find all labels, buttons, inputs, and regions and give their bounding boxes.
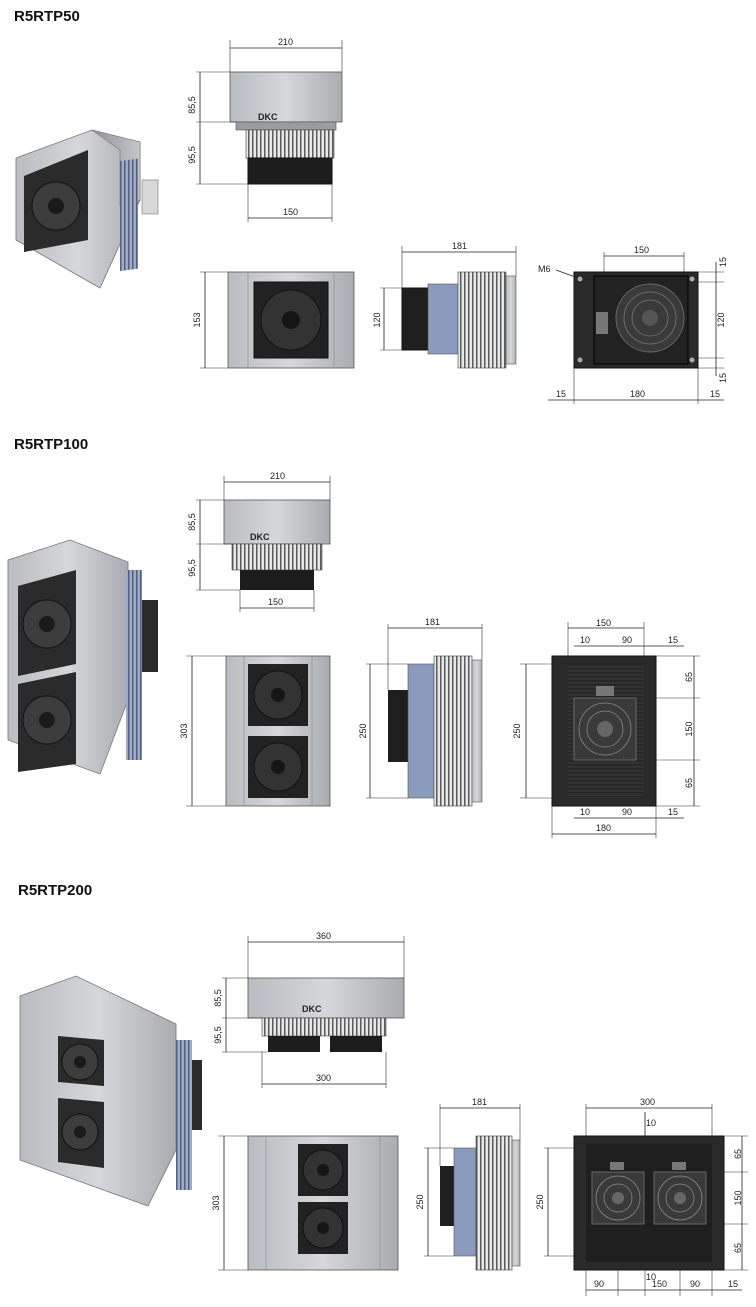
r5rtp100-cutout-bottom: 180 bbox=[596, 823, 611, 833]
r5rtp50-cutout-right-bottom: 15 bbox=[718, 373, 728, 383]
r5rtp100-cutout-top-right: 15 bbox=[668, 635, 678, 645]
r5rtp200-cutout-top-center: 10 bbox=[646, 1118, 656, 1128]
r5rtp200-cutout-bottom-c: 150 bbox=[652, 1279, 667, 1289]
r5rtp50-front-view: 153 bbox=[192, 271, 355, 369]
r5rtp50-hole-label: M6 bbox=[538, 264, 551, 274]
r5rtp100-side-view: 181 250 bbox=[358, 617, 483, 807]
r5rtp200-cutout-right-top: 65 bbox=[733, 1149, 743, 1159]
r5rtp200-iso-view bbox=[19, 975, 202, 1207]
r5rtp100-upper-height: 85,5 bbox=[187, 513, 197, 531]
r5rtp100-cutout-bottom-left: 10 bbox=[580, 807, 590, 817]
r5rtp100-brand-logo: DKC bbox=[250, 532, 270, 542]
r5rtp200-side-depth: 181 bbox=[472, 1097, 487, 1107]
r5rtp50-side-depth: 181 bbox=[452, 241, 467, 251]
r5rtp50-cutout-top: 150 bbox=[634, 245, 649, 255]
r5rtp100-base-width: 150 bbox=[268, 597, 283, 607]
r5rtp50-upper-height: 85,5 bbox=[187, 96, 197, 114]
r5rtp200-cutout-right-mid: 150 bbox=[733, 1190, 743, 1205]
r5rtp100-iso-view bbox=[7, 539, 158, 775]
r5rtp50-cutout-right-top: 15 bbox=[718, 257, 728, 267]
r5rtp50-top-view: DKC 210 85,5 95,5 150 bbox=[187, 37, 343, 222]
r5rtp200-cutout-right-bottom: 65 bbox=[733, 1243, 743, 1253]
r5rtp100-cutout-top-left: 10 bbox=[580, 635, 590, 645]
r5rtp200-brand-logo: DKC bbox=[302, 1004, 322, 1014]
r5rtp50-brand-logo: DKC bbox=[258, 112, 278, 122]
r5rtp50-cutout-right-mid: 120 bbox=[716, 312, 726, 327]
r5rtp100-cutout-view: 150 10 90 15 250 65 150 65 10 90 15 180 bbox=[512, 618, 700, 838]
r5rtp200-front-view: 303 bbox=[211, 1135, 399, 1271]
r5rtp200-top-width: 360 bbox=[316, 931, 331, 941]
r5rtp100-cutout-bottom-right: 15 bbox=[668, 807, 678, 817]
r5rtp100-cutout-right-top: 65 bbox=[684, 672, 694, 682]
r5rtp50-lower-height: 95,5 bbox=[187, 146, 197, 164]
r5rtp100-cutout-top: 150 bbox=[596, 618, 611, 628]
r5rtp100-lower-height: 95,5 bbox=[187, 559, 197, 577]
r5rtp100-side-depth: 181 bbox=[425, 617, 440, 627]
r5rtp50-side-height: 120 bbox=[372, 312, 382, 327]
r5rtp50-front-height: 153 bbox=[192, 312, 202, 327]
r5rtp200-top-view: DKC 360 85,5 95,5 300 bbox=[213, 931, 405, 1088]
r5rtp50-base-width: 150 bbox=[283, 207, 298, 217]
r5rtp200-lower-height: 95,5 bbox=[213, 1026, 223, 1044]
r5rtp50-top-width: 210 bbox=[278, 37, 293, 47]
r5rtp200-side-height: 250 bbox=[415, 1194, 425, 1209]
r5rtp100-cutout-top-mid: 90 bbox=[622, 635, 632, 645]
r5rtp200-cutout-bottom-a: 90 bbox=[594, 1279, 604, 1289]
r5rtp100-top-width: 210 bbox=[270, 471, 285, 481]
r5rtp200-cutout-left: 250 bbox=[535, 1194, 545, 1209]
r5rtp50-cutout-bottom-left: 15 bbox=[556, 389, 566, 399]
r5rtp200-base-width: 300 bbox=[316, 1073, 331, 1083]
r5rtp200-upper-height: 85,5 bbox=[213, 989, 223, 1007]
r5rtp100-cutout-right-mid: 150 bbox=[684, 721, 694, 736]
r5rtp100-side-height: 250 bbox=[358, 723, 368, 738]
r5rtp50-cutout-bottom-right: 15 bbox=[710, 389, 720, 399]
r5rtp200-side-view: 181 250 bbox=[415, 1097, 521, 1271]
r5rtp200-front-height: 303 bbox=[211, 1195, 221, 1210]
r5rtp100-top-view: DKC 210 85,5 95,5 150 bbox=[187, 471, 331, 612]
r5rtp200-cutout-bottom-d: 90 bbox=[690, 1279, 700, 1289]
r5rtp200-cutout-bottom-e: 15 bbox=[728, 1279, 738, 1289]
model-title-r5rtp100: R5RTP100 bbox=[14, 436, 89, 453]
r5rtp100-front-height: 303 bbox=[179, 723, 189, 738]
model-title-r5rtp50: R5RTP50 bbox=[14, 8, 80, 25]
r5rtp200-cutout-view: 300 10 250 65 150 65 90 10 150 90 15 bbox=[535, 1097, 748, 1296]
r5rtp100-cutout-right-bottom: 65 bbox=[684, 778, 694, 788]
r5rtp50-side-view: 181 120 bbox=[372, 241, 517, 369]
r5rtp50-cutout-bottom-mid: 180 bbox=[630, 389, 645, 399]
r5rtp50-iso-view bbox=[15, 129, 159, 289]
r5rtp100-front-view: 303 bbox=[179, 655, 331, 807]
r5rtp50-cutout-view: M6 150 15 120 15 15 180 15 bbox=[538, 245, 728, 404]
r5rtp200-cutout-top: 300 bbox=[640, 1097, 655, 1107]
r5rtp200-cutout-bottom-b: 10 bbox=[646, 1272, 656, 1282]
r5rtp100-cutout-left: 250 bbox=[512, 723, 522, 738]
model-title-r5rtp200: R5RTP200 bbox=[18, 882, 93, 899]
r5rtp100-cutout-bottom-mid: 90 bbox=[622, 807, 632, 817]
